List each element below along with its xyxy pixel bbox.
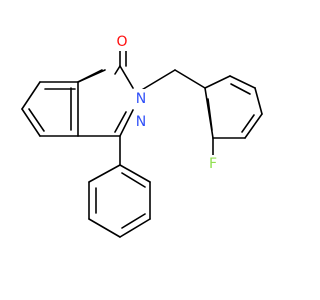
bond [28,108,45,132]
bond [114,65,121,75]
bond [204,75,231,89]
bond [88,218,121,238]
bond [207,98,213,131]
bond [230,83,251,95]
bond [77,69,103,83]
bond [121,172,146,188]
bond [119,164,151,183]
atom-labels: O N N F [114,33,221,173]
atom-fluorine: F [209,156,217,172]
bond [119,109,134,137]
bond [88,164,121,183]
atom-nitrogen-3: N [136,114,146,130]
bond [21,108,41,137]
bond [229,75,256,89]
bond [119,218,151,238]
bond [114,111,127,133]
bond [241,114,255,133]
atom-oxygen: O [116,34,127,50]
bond [21,81,41,110]
bonds [21,49,263,238]
bond [254,87,263,115]
bond [174,69,206,89]
atom-nitrogen-2: N [136,91,146,107]
bond [244,113,263,139]
bond [121,213,146,229]
bond [139,69,176,92]
bond [119,65,134,89]
molecule-structure: O N N F [21,33,263,238]
